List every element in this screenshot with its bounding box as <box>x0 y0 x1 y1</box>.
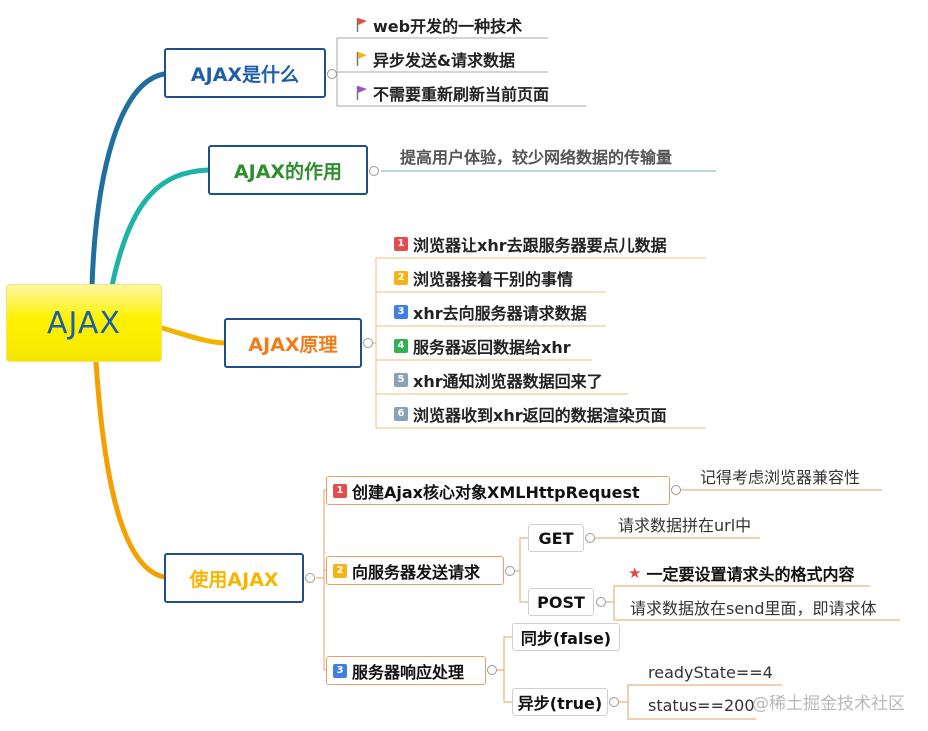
node-ajax-role[interactable]: AJAX的作用 <box>208 145 368 195</box>
use-step-2[interactable]: 2 向服务器发送请求 <box>326 556 504 585</box>
collapse-toggle-use-step-3[interactable] <box>487 665 497 675</box>
branch-line-what <box>89 71 167 289</box>
number-badge-4: 4 <box>394 339 408 353</box>
collapse-toggle-post[interactable] <box>596 597 606 607</box>
number-badge-2: 2 <box>394 271 408 285</box>
post-note-text: 请求数据放在send里面，即请求体 <box>630 599 877 618</box>
root-node[interactable]: AJAX <box>6 284 162 362</box>
get-note: 请求数据拼在url中 <box>618 511 751 537</box>
get-note-text: 请求数据拼在url中 <box>618 516 752 535</box>
node-ajax-what[interactable]: AJAX是什么 <box>164 48 326 98</box>
use-step-1-note: 记得考虑浏览器兼容性 <box>700 463 860 489</box>
what-item-3-text: 不需要重新刷新当前页面 <box>373 85 550 104</box>
what-item-3: 不需要重新刷新当前页面 <box>356 80 549 106</box>
number-badge-5: 5 <box>394 373 408 387</box>
use-step-1-text: 创建Ajax核心对象XMLHttpRequest <box>352 482 640 502</box>
principle-step-2-text: 浏览器接着干别的事情 <box>413 270 574 289</box>
async-label: 异步(true) <box>517 694 603 713</box>
role-note: 提高用户体验，较少网络数据的传输量 <box>400 143 672 169</box>
principle-step-6-text: 浏览器收到xhr返回的数据渲染页面 <box>413 406 667 425</box>
role-note-text: 提高用户体验，较少网络数据的传输量 <box>400 148 673 167</box>
collapse-toggle-async[interactable] <box>609 697 619 707</box>
number-badge-use-3: 3 <box>333 663 347 678</box>
get-node[interactable]: GET <box>528 524 584 552</box>
principle-step-3-text: xhr去向服务器请求数据 <box>413 304 587 323</box>
what-item-2: 异步发送&请求数据 <box>356 46 515 72</box>
async-node[interactable]: 异步(true) <box>512 688 608 716</box>
watermark-text: @稀土掘金技术社区 <box>752 694 905 714</box>
use-step-2-text: 向服务器发送请求 <box>352 562 481 582</box>
principle-step-3: 3 xhr去向服务器请求数据 <box>394 299 587 325</box>
root-label: AJAX <box>47 305 121 341</box>
what-item-1: web开发的一种技术 <box>356 12 522 38</box>
star-icon: ★ <box>628 564 642 582</box>
branch-line-principle <box>159 325 227 346</box>
async-line-2: status==200 <box>648 692 755 718</box>
node-use-ajax-label: 使用AJAX <box>189 568 279 591</box>
collapse-toggle-get[interactable] <box>585 533 595 543</box>
use-step-3[interactable]: 3 服务器响应处理 <box>326 656 486 685</box>
principle-step-6: 6 浏览器收到xhr返回的数据渲染页面 <box>394 401 667 427</box>
number-badge-1: 1 <box>394 237 408 251</box>
number-badge-use-2: 2 <box>333 563 347 578</box>
post-star-note-text: 一定要设置请求头的格式内容 <box>646 565 855 584</box>
number-badge-3: 3 <box>394 305 408 319</box>
use-step-1-note-text: 记得考虑浏览器兼容性 <box>700 468 861 487</box>
collapse-toggle-principle[interactable] <box>363 338 373 348</box>
node-ajax-what-label: AJAX是什么 <box>190 63 300 86</box>
principle-step-2: 2 浏览器接着干别的事情 <box>394 265 573 291</box>
node-ajax-principle-label: AJAX原理 <box>248 333 338 356</box>
branch-line-use <box>93 359 167 580</box>
async-line-2-text: status==200 <box>648 695 755 715</box>
flag-icon-yellow <box>356 52 367 66</box>
post-node[interactable]: POST <box>528 588 594 616</box>
sync-label: 同步(false) <box>520 629 612 648</box>
collapse-toggle-role[interactable] <box>369 166 379 176</box>
principle-step-1-text: 浏览器让xhr去跟服务器要点儿数据 <box>413 236 667 255</box>
principle-step-1: 1 浏览器让xhr去跟服务器要点儿数据 <box>394 231 667 257</box>
collapse-toggle-what[interactable] <box>327 69 337 79</box>
principle-step-4: 4 服务器返回数据给xhr <box>394 333 571 359</box>
post-star-note: ★ 一定要设置请求头的格式内容 <box>628 560 854 586</box>
sync-node[interactable]: 同步(false) <box>512 623 620 651</box>
what-item-2-text: 异步发送&请求数据 <box>373 51 515 70</box>
number-badge-use-1: 1 <box>333 483 347 498</box>
number-badge-6: 6 <box>394 407 408 421</box>
collapse-toggle-use-step-2[interactable] <box>505 566 515 576</box>
async-line-1: readyState==4 <box>648 659 773 685</box>
flag-icon-red <box>356 18 367 32</box>
node-ajax-role-label: AJAX的作用 <box>233 160 343 183</box>
collapse-toggle-use-step-1[interactable] <box>671 485 681 495</box>
principle-step-5: 5 xhr通知浏览器数据回来了 <box>394 367 603 393</box>
use-step-3-text: 服务器响应处理 <box>352 662 465 682</box>
use-step-1[interactable]: 1 创建Ajax核心对象XMLHttpRequest <box>326 476 670 505</box>
watermark: @稀土掘金技术社区 <box>752 689 905 714</box>
post-note: 请求数据放在send里面，即请求体 <box>630 594 876 620</box>
node-ajax-principle[interactable]: AJAX原理 <box>224 318 362 368</box>
post-label: POST <box>537 592 585 612</box>
principle-step-5-text: xhr通知浏览器数据回来了 <box>413 372 603 391</box>
node-use-ajax[interactable]: 使用AJAX <box>164 553 304 603</box>
flag-icon-purple <box>356 86 367 100</box>
get-label: GET <box>538 528 574 548</box>
branch-line-role <box>109 167 211 289</box>
principle-step-4-text: 服务器返回数据给xhr <box>413 338 571 357</box>
what-item-1-text: web开发的一种技术 <box>373 17 523 36</box>
collapse-toggle-use[interactable] <box>305 573 315 583</box>
async-line-1-text: readyState==4 <box>648 662 773 682</box>
